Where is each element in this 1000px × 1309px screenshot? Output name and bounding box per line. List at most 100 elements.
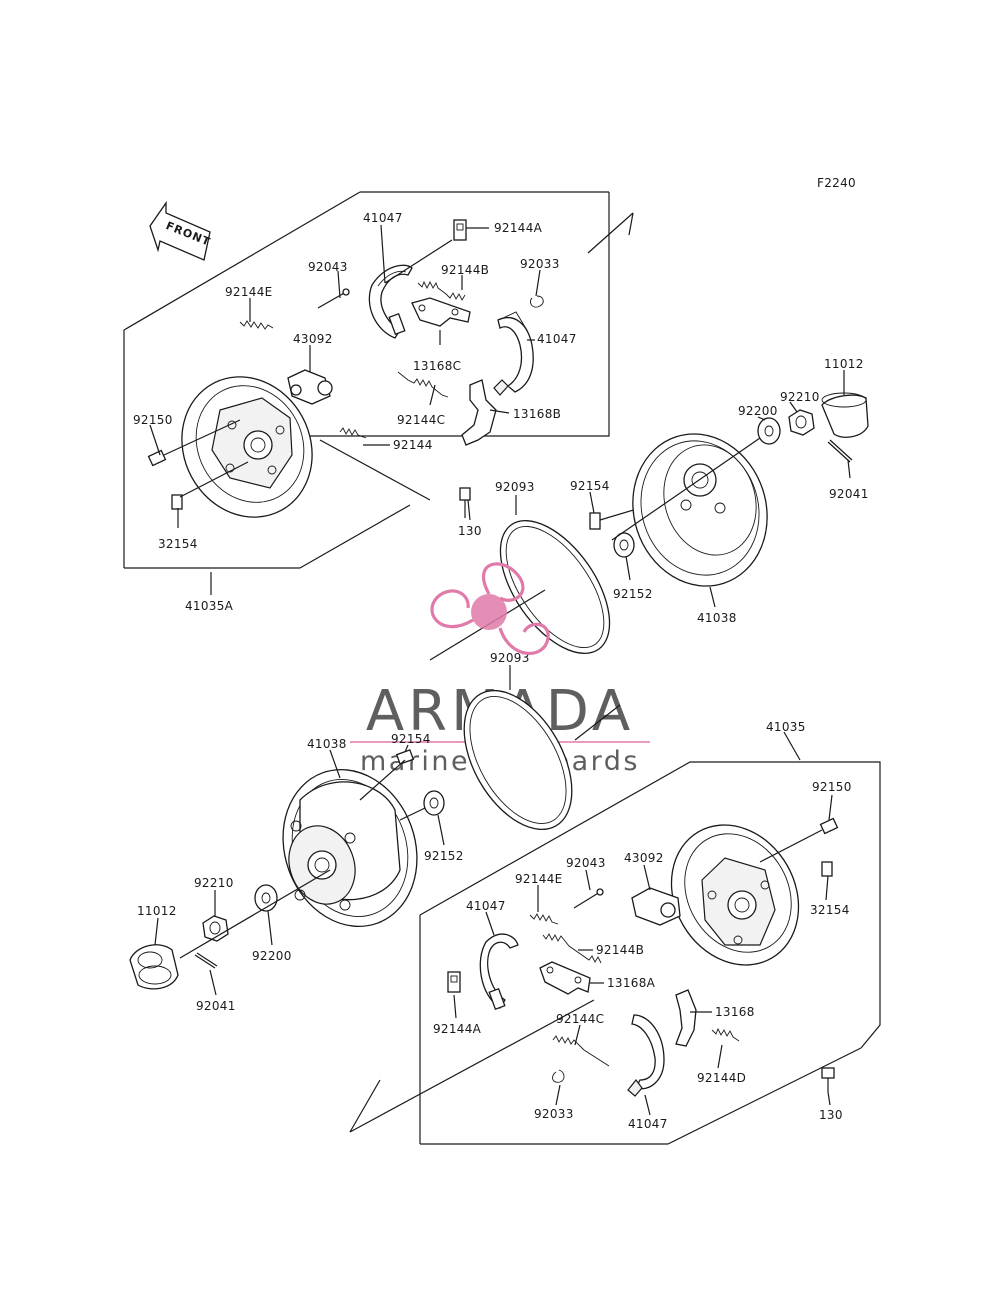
bolt-92154-bottom-icon — [359, 749, 415, 801]
labels-top: 41047 92144A 92043 92144B 92033 92144E 4… — [133, 211, 577, 613]
spring-92144E-top-icon — [239, 320, 274, 330]
labels-bottom: 41038 92154 92152 41035 92150 92210 1101… — [137, 720, 852, 1131]
cap-11012-bottom-icon — [129, 944, 179, 990]
spring-92144D-bottom-icon — [711, 1027, 740, 1042]
label-11012-bottom: 11012 — [137, 904, 177, 918]
label-92033-top: 92033 — [520, 257, 560, 271]
washer-92152-mid-icon — [613, 532, 635, 558]
spring-92144B-top-icon — [417, 280, 466, 301]
label-92210-mid: 92210 — [780, 390, 820, 404]
leader-lines-top — [149, 224, 541, 595]
nut-92210-mid-icon — [788, 409, 815, 436]
bolt-130-bottom-icon — [821, 1067, 835, 1092]
label-41035A: 41035A — [185, 599, 234, 613]
bolt-92150-bottom-icon — [759, 817, 839, 863]
labels-mid: 92093 92154 92152 41038 92200 92210 1101… — [490, 357, 869, 665]
link-13168B-top-icon — [461, 379, 497, 446]
label-92154-bottom: 92154 — [391, 732, 431, 746]
label-130-bottom: 130 — [819, 1108, 843, 1122]
label-41047-top-b: 41047 — [537, 332, 577, 346]
label-41047-bottom-b: 41047 — [628, 1117, 668, 1131]
label-92152-mid: 92152 — [613, 587, 653, 601]
label-92144E-top: 92144E — [225, 285, 273, 299]
label-41035: 41035 — [766, 720, 806, 734]
wheel-cylinder-top-icon — [287, 369, 333, 405]
spring-92144C-bottom-icon — [552, 1035, 610, 1067]
label-92093-upper: 92093 — [495, 480, 535, 494]
axle-line-mid — [611, 437, 761, 541]
label-92152-bottom: 92152 — [424, 849, 464, 863]
brake-shoe-41047-bottom-a-icon — [479, 933, 519, 1011]
label-130-top: 130 — [458, 524, 482, 538]
label-43092-bottom: 43092 — [624, 851, 664, 865]
label-41047-top-a: 41047 — [363, 211, 403, 225]
seal-92093-lower-icon — [463, 689, 621, 831]
washer-92200-mid-icon — [757, 417, 781, 445]
label-32154-bottom: 32154 — [810, 903, 850, 917]
label-92144B-top: 92144B — [441, 263, 489, 277]
cotter-pin-92041-mid-icon — [827, 439, 853, 463]
label-92043-top: 92043 — [308, 260, 348, 274]
brake-shoe-41047-top-b-icon — [493, 311, 534, 396]
label-11012-mid: 11012 — [824, 357, 864, 371]
label-92144C-top: 92144C — [397, 413, 445, 427]
label-32154-top: 32154 — [158, 537, 198, 551]
label-43092-top: 43092 — [293, 332, 333, 346]
label-92144E-bottom: 92144E — [515, 872, 563, 886]
wheel-cylinder-bottom-icon — [631, 887, 681, 926]
brake-drum-41038-bottom-icon — [282, 768, 418, 928]
lever-13168C-top-icon — [411, 297, 471, 327]
washer-92152-bottom-icon — [399, 790, 445, 821]
bolt-130-top-icon — [459, 487, 471, 518]
label-92093-lower: 92093 — [490, 651, 530, 665]
retainer-92033-top-icon — [529, 295, 544, 308]
spring-92144B-bottom-icon — [542, 933, 602, 964]
label-92150-bottom: 92150 — [812, 780, 852, 794]
label-92144C-bottom: 92144C — [556, 1012, 604, 1026]
brake-shoe-41047-bottom-b-icon — [627, 1014, 665, 1097]
bolt-32154-bottom-icon — [821, 861, 833, 877]
leader-lines-mid — [509, 370, 851, 690]
figure-code: F2240 — [817, 176, 856, 190]
bolt-92150-top-icon — [147, 419, 241, 467]
link-13168-bottom-icon — [675, 989, 697, 1047]
label-92144D-bottom: 92144D — [697, 1071, 746, 1085]
axle-line-bottom — [179, 869, 331, 959]
label-92041-bottom: 92041 — [196, 999, 236, 1013]
spring-92144C-top-icon — [397, 371, 449, 398]
clip-92144A-top-icon — [453, 219, 467, 241]
label-41038-bottom: 41038 — [307, 737, 347, 751]
spring-92144E-bottom-icon — [529, 913, 559, 925]
label-92200-mid: 92200 — [738, 404, 778, 418]
bottom-assembly-frame — [349, 761, 881, 1145]
brake-backing-plate-bottom-icon — [670, 824, 800, 966]
label-92200-bottom: 92200 — [252, 949, 292, 963]
nut-92210-bottom-icon — [202, 915, 229, 942]
label-92144-top: 92144 — [393, 438, 433, 452]
label-92041-mid: 92041 — [829, 487, 869, 501]
front-arrow-icon: FRONT — [149, 200, 212, 261]
cotter-pin-92041-bottom-icon — [194, 952, 218, 969]
cap-11012-mid-icon — [821, 392, 869, 438]
brake-shoe-41047-top-a-icon — [368, 264, 413, 339]
brake-backing-plate-top — [181, 376, 313, 518]
label-92150-top: 92150 — [133, 413, 173, 427]
label-13168-bottom: 13168 — [715, 1005, 755, 1019]
pin-92043-bottom-icon — [573, 888, 604, 909]
lever-13168A-bottom-icon — [539, 961, 591, 995]
armada-logo-icon — [430, 562, 550, 655]
label-92154-mid: 92154 — [570, 479, 610, 493]
label-41038-mid: 41038 — [697, 611, 737, 625]
label-13168B-top: 13168B — [513, 407, 561, 421]
clip-92144A-bottom-icon — [447, 971, 461, 993]
bolt-32154-top-icon — [171, 461, 249, 510]
spring-92144-top-icon — [339, 427, 367, 439]
label-92210-bottom: 92210 — [194, 876, 234, 890]
seal-92093-upper-icon — [429, 520, 611, 661]
leader-lines-bottom — [154, 731, 833, 1116]
brake-drum-41038-mid-icon — [632, 433, 768, 587]
label-92144A-top: 92144A — [494, 221, 543, 235]
label-92144A-bottom: 92144A — [433, 1022, 482, 1036]
label-41047-bottom-a: 41047 — [466, 899, 506, 913]
